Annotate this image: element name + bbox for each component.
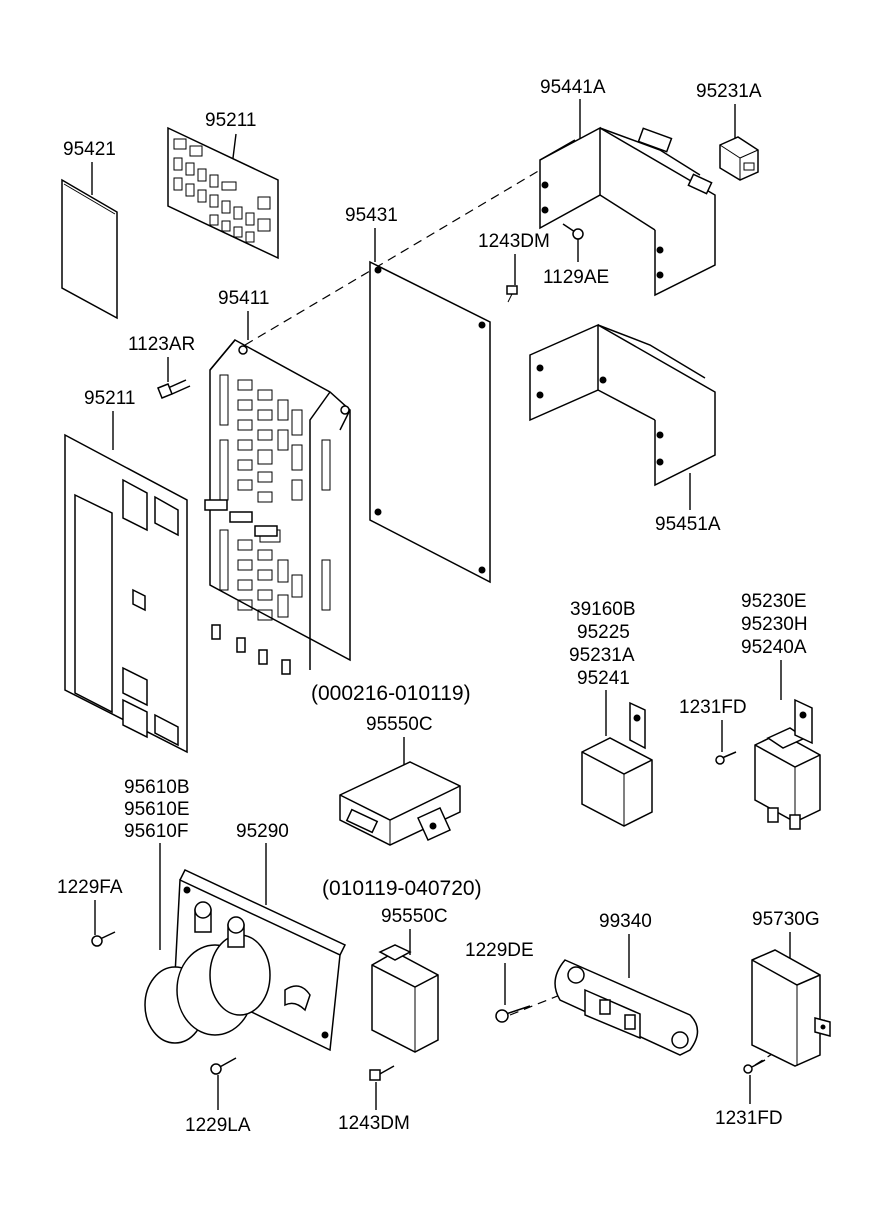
- screw-1231fd-mid: [715, 751, 737, 765]
- module-95730g: [751, 949, 831, 1067]
- screw-1123ar: [157, 379, 191, 399]
- label-1129ae: 1129AE: [543, 267, 609, 288]
- screw-1243dm-bot: [369, 1065, 395, 1081]
- label-95230e: 95230E: [741, 591, 807, 612]
- relay-39160b: [581, 701, 653, 827]
- relay-95230e: [754, 698, 821, 830]
- label-1229fa: 1229FA: [57, 877, 123, 898]
- bracket-95441a: [539, 126, 716, 297]
- label-1123ar: 1123AR: [128, 334, 195, 355]
- label-39160b: 39160B: [570, 599, 636, 620]
- label-1231fd-mid: 1231FD: [679, 697, 747, 718]
- label-95431: 95431: [345, 205, 398, 226]
- label-95225: 95225: [577, 622, 630, 643]
- screw-1229de: [495, 1005, 531, 1023]
- label-95211-top: 95211: [205, 110, 256, 131]
- module-95550c-2: [371, 944, 439, 1053]
- label-95451a: 95451A: [655, 514, 721, 535]
- junction-box-pins: [204, 499, 291, 675]
- label-95241: 95241: [577, 668, 630, 689]
- bracket-99340: [554, 959, 699, 1056]
- label-95610e: 95610E: [124, 799, 190, 820]
- module-95550c-1: [339, 761, 461, 846]
- screw-1231fd-bot: [743, 1059, 766, 1074]
- screw-1129ae: [562, 223, 584, 240]
- panel-label-95211-mid: [64, 433, 188, 754]
- label-95421: 95421: [63, 139, 116, 160]
- label-95240a: 95240A: [741, 637, 807, 658]
- bracket-95451a: [529, 323, 716, 487]
- screw-1243dm-top: [506, 285, 518, 303]
- label-card-95421: [61, 178, 118, 320]
- label-1229la: 1229LA: [185, 1115, 251, 1136]
- label-1243dm-top: 1243DM: [478, 231, 550, 252]
- label-95411: 95411: [218, 288, 269, 309]
- cover-plate-95431: [369, 260, 491, 584]
- label-95231a-top: 95231A: [696, 81, 762, 102]
- label-95730g: 95730G: [752, 909, 820, 930]
- leader-lines: [91, 99, 791, 1110]
- screw-1229fa: [91, 931, 116, 947]
- label-99340: 99340: [599, 911, 652, 932]
- label-95610f: 95610F: [124, 821, 188, 842]
- fuse-chart-95211-top: [167, 126, 279, 260]
- horn-95610b: [144, 869, 347, 1052]
- label-95550c-2: 95550C: [381, 906, 448, 927]
- label-95550c-1: 95550C: [366, 714, 433, 735]
- label-1231fd-bot: 1231FD: [715, 1108, 783, 1129]
- screw-1229la: [210, 1057, 237, 1075]
- label-1229de: 1229DE: [465, 940, 534, 961]
- label-95230h: 95230H: [741, 614, 808, 635]
- label-95290: 95290: [236, 821, 289, 842]
- label-95610b: 95610B: [124, 777, 190, 798]
- relay-95231a-top: [719, 136, 759, 181]
- label-date-range-2: (010119-040720): [322, 877, 482, 900]
- label-1243dm-bot: 1243DM: [338, 1113, 410, 1134]
- label-95231a-mid: 95231A: [569, 645, 635, 666]
- label-date-range-1: (000216-010119): [311, 682, 471, 705]
- label-95211-mid: 95211: [84, 388, 135, 409]
- label-95441a: 95441A: [540, 77, 606, 98]
- junction-box-95411: [204, 339, 351, 675]
